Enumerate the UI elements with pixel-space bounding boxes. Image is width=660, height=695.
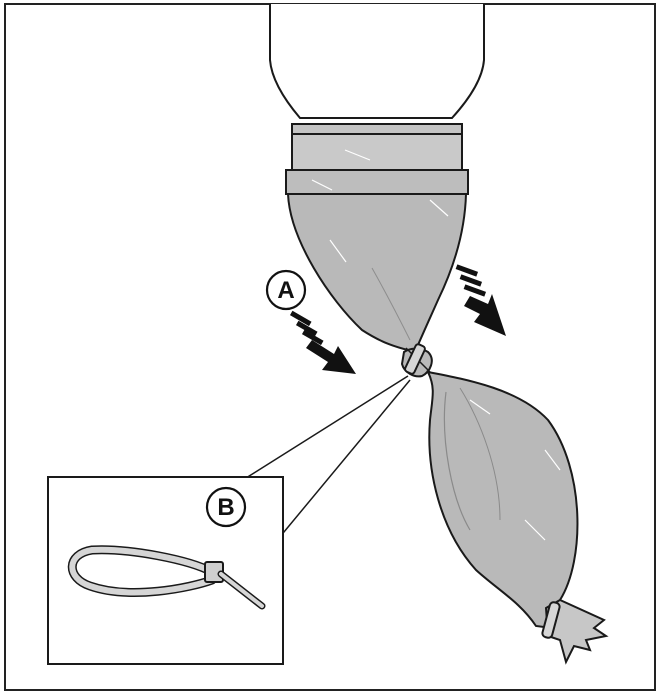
inset-box (47, 476, 284, 665)
vacuum-canister (269, 4, 485, 119)
cable-tie-icon (67, 545, 266, 610)
bag-lower (426, 370, 579, 630)
callout-a-label: A (277, 277, 294, 304)
callout-b: B (205, 486, 247, 528)
twist-arrow-right-icon (455, 264, 506, 336)
callout-a: A (265, 269, 307, 311)
bag-twist (400, 343, 433, 378)
bag-end-tied (541, 598, 609, 665)
callout-b-label: B (217, 494, 234, 521)
zoom-leader-lines (245, 375, 411, 545)
twist-arrow-left-icon (289, 310, 356, 374)
